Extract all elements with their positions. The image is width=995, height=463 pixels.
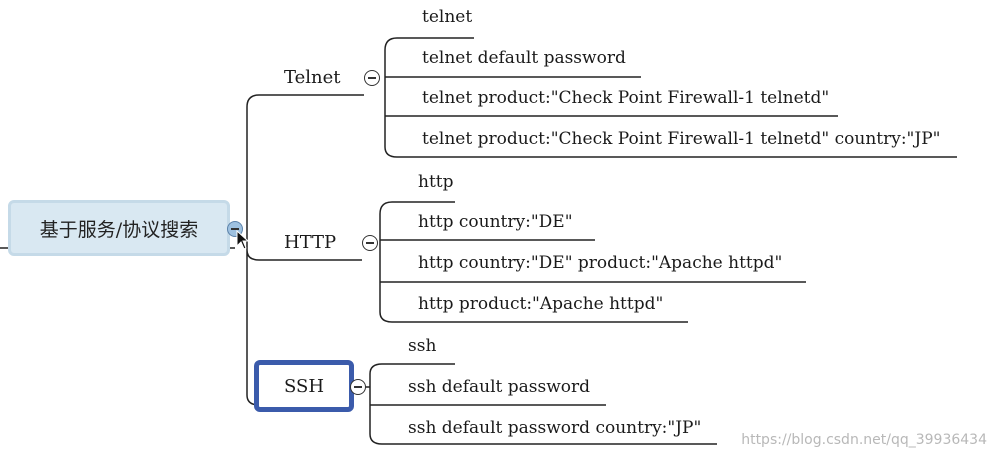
branch-http-label[interactable]: HTTP (284, 232, 337, 253)
http-collapse-icon[interactable] (362, 235, 378, 251)
branch-telnet-label[interactable]: Telnet (284, 67, 341, 88)
telnet-bracket (384, 37, 957, 158)
ssh-leaf-2[interactable]: ssh default password (408, 377, 591, 397)
http-leaf-1[interactable]: http (418, 172, 454, 192)
http-leaf-2[interactable]: http country:"DE" (418, 212, 573, 232)
ssh-leaf-3[interactable]: ssh default password country:"JP" (408, 418, 702, 438)
http-leaf-4[interactable]: http product:"Apache httpd" (418, 294, 664, 314)
telnet-leaf-4[interactable]: telnet product:"Check Point Firewall-1 t… (422, 129, 941, 149)
root-node[interactable]: 基于服务/协议搜索 (8, 200, 230, 256)
http-leaf-3[interactable]: http country:"DE" product:"Apache httpd" (418, 253, 783, 273)
branch-ssh-node[interactable]: SSH (254, 360, 354, 412)
root-node-label: 基于服务/协议搜索 (39, 218, 199, 241)
branch-ssh-label: SSH (283, 375, 325, 397)
telnet-collapse-icon[interactable] (364, 70, 380, 86)
ssh-collapse-icon[interactable] (350, 379, 366, 395)
watermark-url: https://blog.csdn.net/qq_39936434 (741, 432, 987, 448)
telnet-leaf-1[interactable]: telnet (422, 7, 473, 27)
http-bracket (379, 201, 806, 323)
mouse-cursor-icon (236, 230, 250, 250)
ssh-leaf-1[interactable]: ssh (408, 336, 437, 356)
telnet-leaf-3[interactable]: telnet product:"Check Point Firewall-1 t… (422, 88, 830, 108)
telnet-leaf-2[interactable]: telnet default password (422, 48, 626, 68)
ssh-bracket (354, 363, 717, 445)
